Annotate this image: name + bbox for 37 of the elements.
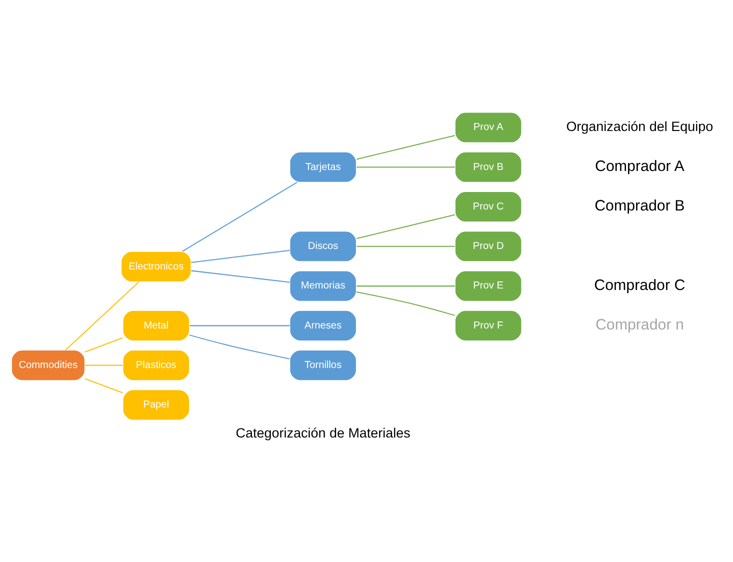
node-box: Prov A xyxy=(454,112,522,144)
connector xyxy=(84,337,123,352)
label: Organización del Equipo xyxy=(566,118,714,134)
node-box: Metal xyxy=(122,310,190,342)
connector xyxy=(84,378,123,394)
connector xyxy=(182,182,298,252)
node-box: Prov F xyxy=(454,310,522,342)
node-box: Arneses xyxy=(289,310,357,342)
node-box: Discos xyxy=(289,230,357,262)
connector xyxy=(85,364,123,366)
node-box: Prov B xyxy=(454,152,522,183)
label: Comprador A xyxy=(595,158,684,175)
connector xyxy=(189,334,290,360)
label: Comprador B xyxy=(594,198,685,215)
node-box: Electronicos xyxy=(120,251,192,282)
connector xyxy=(356,292,455,316)
node-box: Papel xyxy=(122,389,190,421)
node-box: Memorias xyxy=(289,270,357,302)
connector xyxy=(356,134,455,160)
node-box: Prov C xyxy=(454,191,522,222)
connector xyxy=(356,286,455,287)
node-box: Prov D xyxy=(454,230,522,262)
node-box: Prov E xyxy=(454,270,522,302)
label: Categorización de Materiales xyxy=(236,426,410,441)
connector xyxy=(356,166,455,168)
connector xyxy=(191,270,290,283)
node-box: Commodities xyxy=(11,350,86,381)
node-box: Tarjetas xyxy=(289,152,357,183)
connector xyxy=(356,214,455,239)
connector xyxy=(190,325,290,326)
connector xyxy=(191,250,290,263)
label: Comprador n xyxy=(595,316,684,334)
connector xyxy=(356,246,455,247)
node-box: Plasticos xyxy=(122,350,190,381)
connector xyxy=(65,282,140,350)
node-box: Tornillos xyxy=(289,350,357,381)
label: Comprador C xyxy=(594,276,686,294)
